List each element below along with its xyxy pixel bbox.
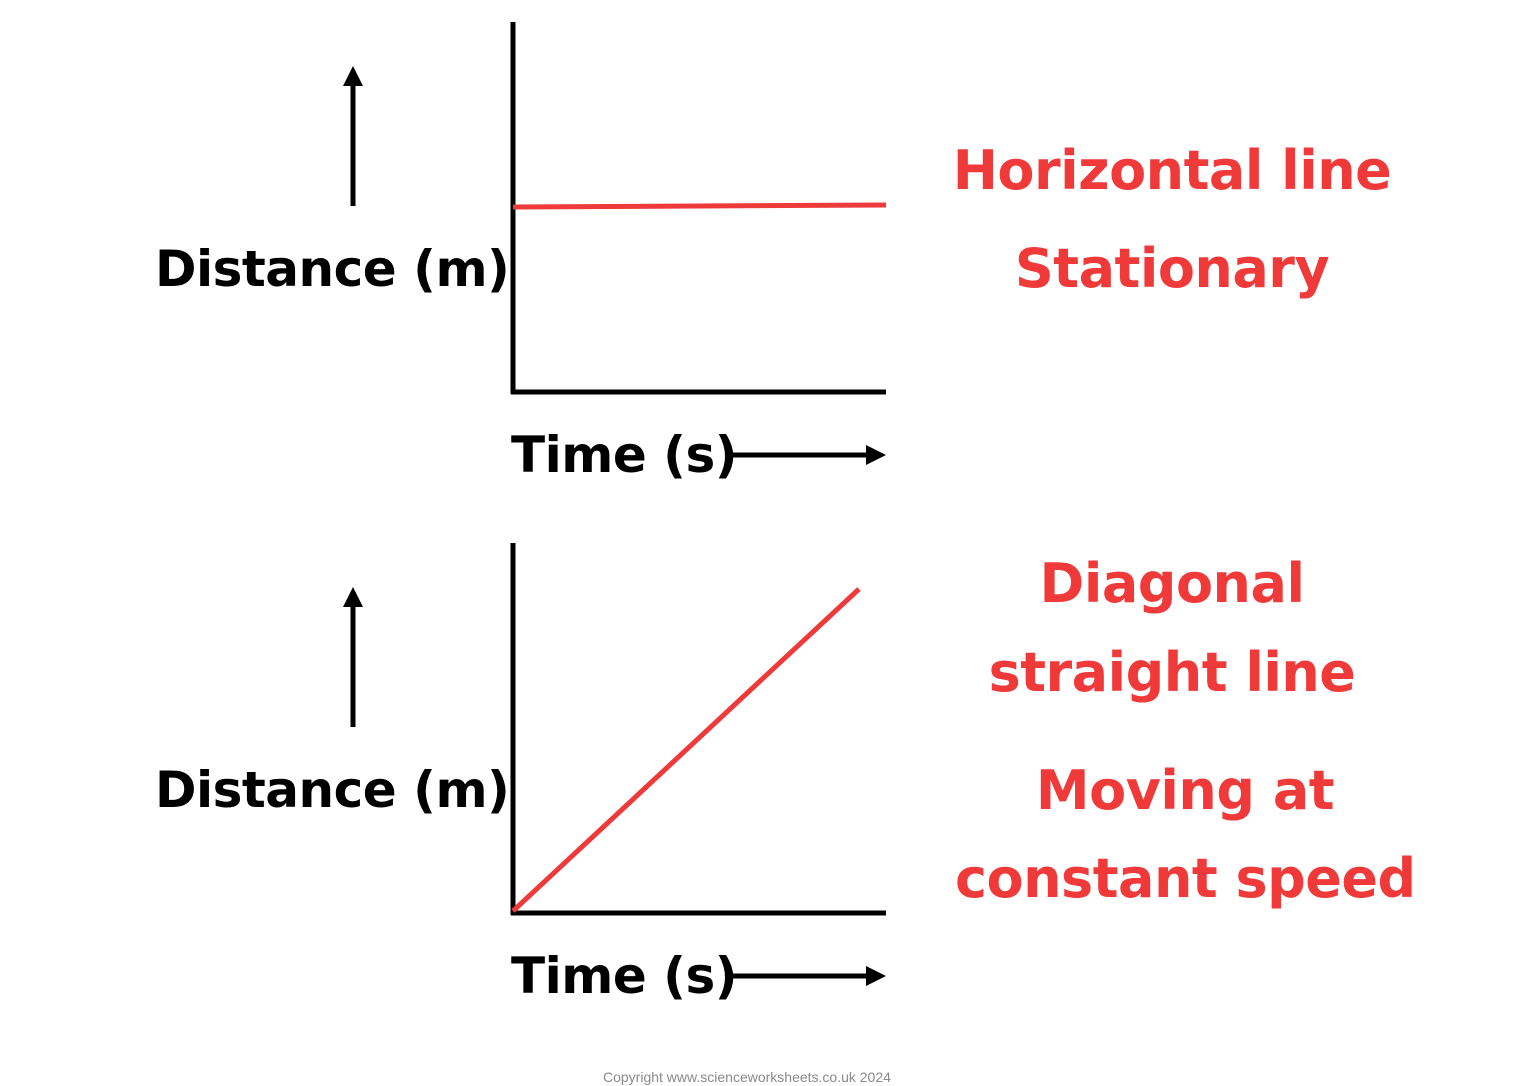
note-motion: Stationary	[1014, 237, 1330, 300]
x-axis-label: Time (s)	[511, 947, 738, 1005]
note-line-type-1: Diagonal	[1039, 552, 1305, 615]
note-line-type-2: straight line	[988, 641, 1356, 704]
plot-line-horizontal	[512, 202, 887, 210]
copyright-text: Copyright www.scienceworksheets.co.uk 20…	[603, 1069, 891, 1085]
x-axis-label: Time (s)	[511, 426, 738, 484]
note-line-type: Horizontal line	[952, 139, 1392, 202]
graph-2	[343, 543, 886, 986]
note-motion-2: constant speed	[955, 847, 1416, 910]
plot-line-diagonal	[511, 587, 861, 913]
graph-1	[343, 22, 887, 465]
y-axis-label: Distance (m)	[155, 761, 510, 819]
note-motion-1: Moving at	[1035, 759, 1335, 822]
y-axis-label: Distance (m)	[155, 240, 510, 298]
